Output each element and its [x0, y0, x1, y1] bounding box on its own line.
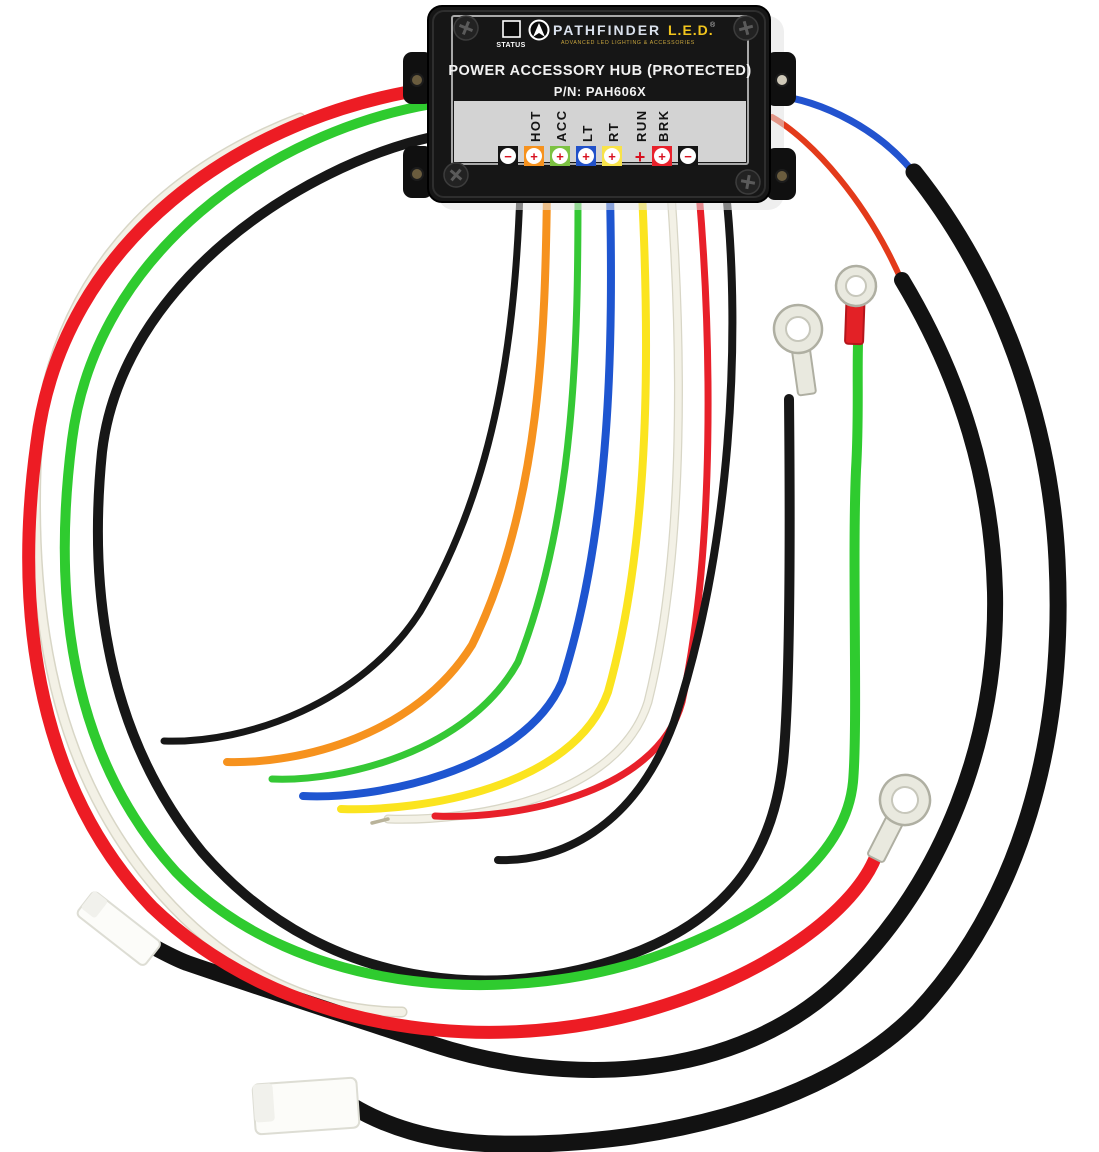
terminal-label-run: RUN [634, 109, 649, 142]
connector-latch [81, 891, 108, 918]
mount-hole [775, 73, 789, 87]
status-label: STATUS [496, 42, 525, 49]
brand-name: PATHFINDER [553, 22, 661, 38]
device-bevel [432, 10, 766, 198]
polarity-circle [500, 148, 516, 164]
connector-latch [252, 1083, 275, 1123]
connector-white-upper [76, 891, 161, 966]
polarity-circle [552, 148, 568, 164]
corner-screws [443, 15, 761, 195]
terminal-label-lt: LT [580, 124, 595, 142]
terminal-label-acc: ACC [554, 109, 569, 142]
terminal-label-hot: HOT [528, 110, 543, 142]
part-number: P/N: PAH606X [554, 84, 646, 99]
wire-black-neg-right [494, 188, 737, 865]
ring-terminal-green-wire [834, 264, 878, 346]
wire-yellow-rt [337, 188, 651, 814]
mount-hole [775, 169, 789, 183]
polarity-sign: − [684, 149, 692, 164]
wire-blue-lt [299, 188, 615, 801]
brand-tagline: ADVANCED LED LIGHTING & ACCESSORIES [561, 40, 695, 46]
polarity-sign: + [582, 149, 590, 164]
terminal-legend: − + + + + + + − [498, 146, 698, 167]
compass-arrow-icon [533, 23, 545, 37]
screw-icon [735, 169, 761, 195]
polarity-sign: + [608, 149, 616, 164]
status-led-window [502, 20, 521, 38]
terminal-label-brk: BRK [656, 109, 671, 142]
polarity-sign: − [504, 149, 512, 164]
wire-black-neg-left [160, 188, 524, 745]
wire-red-brk [431, 188, 712, 820]
wire-green-loop [59, 99, 863, 991]
device: STATUS PATHFINDER L.E.D. ® ADVANCED LED … [403, 5, 796, 210]
registered-mark: ® [710, 21, 716, 29]
mount-hole [410, 167, 424, 181]
cable-black-inner [144, 272, 1004, 1078]
mount-hole [410, 73, 424, 87]
wire-white-loop [30, 112, 408, 1018]
screw-icon [733, 15, 759, 41]
screw-icon [443, 162, 469, 188]
ring-terminal-black-wire [772, 303, 824, 397]
polarity-sign-run: + [635, 147, 646, 167]
cable-black-outer [343, 163, 1067, 1152]
wire-white-run [384, 188, 682, 823]
polarity-sign: + [530, 149, 538, 164]
polarity-sign: + [556, 149, 564, 164]
product-title: POWER ACCESSORY HUB (PROTECTED) [448, 63, 751, 79]
wire-orange-hot [223, 188, 551, 767]
device-label: STATUS PATHFINDER L.E.D. ® ADVANCED LED … [448, 15, 751, 167]
polarity-circle [604, 148, 620, 164]
terminal-label-rt: RT [606, 122, 621, 142]
wire-white-bare-tip [370, 817, 390, 825]
polarity-circle [578, 148, 594, 164]
polarity-sign: + [658, 149, 666, 164]
polarity-circle [526, 148, 542, 164]
wire-feeder-red [769, 114, 906, 287]
polarity-circle [654, 148, 670, 164]
wire-green-acc [268, 188, 582, 783]
wire-red-loop [22, 81, 883, 1039]
screw-icon [453, 15, 479, 41]
hookup-wires [160, 187, 737, 865]
label-terminal-band [454, 101, 746, 162]
connector-white-lower [251, 1076, 361, 1136]
wire-black-loop [92, 132, 795, 986]
brand-suffix: L.E.D. [668, 22, 714, 38]
polarity-circle [680, 148, 696, 164]
label-frame [451, 15, 749, 165]
ring-terminal-red-wire [867, 773, 932, 863]
